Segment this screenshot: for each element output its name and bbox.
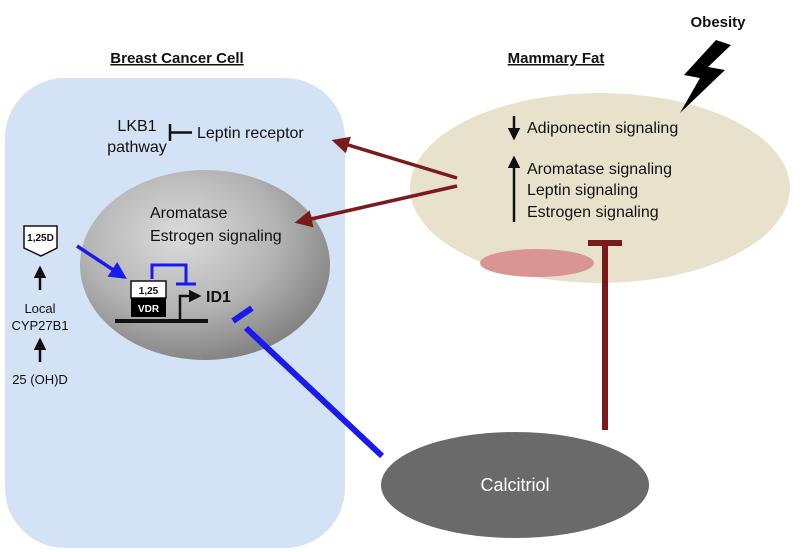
vdr-repression-loop xyxy=(150,263,188,284)
lightning-bolt-icon xyxy=(680,40,731,113)
ligand-to-vdr-arrow xyxy=(76,244,127,279)
lkb1-label: LKB1 xyxy=(117,118,156,135)
nucleus-estrogen: Estrogen signaling xyxy=(150,228,282,245)
aromatase-signaling: Aromatase signaling xyxy=(527,161,672,178)
local-label: Local xyxy=(24,301,55,316)
estrogen-signaling-fat: Estrogen signaling xyxy=(527,204,659,221)
vdr-label: VDR xyxy=(138,304,160,315)
calcitriol xyxy=(381,432,649,538)
lkb1-pathway-label: pathway xyxy=(107,139,167,156)
obesity-label: Obesity xyxy=(690,14,746,31)
cell-header: Breast Cancer Cell xyxy=(110,50,243,67)
transcription-arrow-icon xyxy=(178,289,202,321)
adiponectin-signaling: Adiponectin signaling xyxy=(527,120,678,137)
id1-inhibition-bar xyxy=(231,305,254,324)
fat-header: Mammary Fat xyxy=(508,50,605,67)
calcitriol-label: Calcitriol xyxy=(480,475,549,495)
ligand-tag-icon xyxy=(23,225,58,257)
fat-pink-region xyxy=(480,249,594,277)
leptin-signaling: Leptin signaling xyxy=(527,182,638,199)
fat-to-nucleus-arrow xyxy=(294,184,458,228)
fat-to-leptin-receptor-arrow xyxy=(331,136,458,180)
id1-gene: ID1 xyxy=(206,289,231,306)
vdr-box xyxy=(131,298,166,317)
vdr-ligand-label: 1,25 xyxy=(139,286,159,297)
calcitriol-to-id1-inhibition xyxy=(243,325,385,459)
nucleus-aromatase: Aromatase xyxy=(150,205,227,222)
mammary-fat xyxy=(410,93,790,283)
leptin-receptor: Leptin receptor xyxy=(197,125,304,142)
cyp27b1-label: CYP27B1 xyxy=(11,318,68,333)
nucleus xyxy=(80,170,330,360)
ligand-tag-label: 1,25D xyxy=(27,233,54,244)
precursor-label: 25 (OH)D xyxy=(12,372,68,387)
